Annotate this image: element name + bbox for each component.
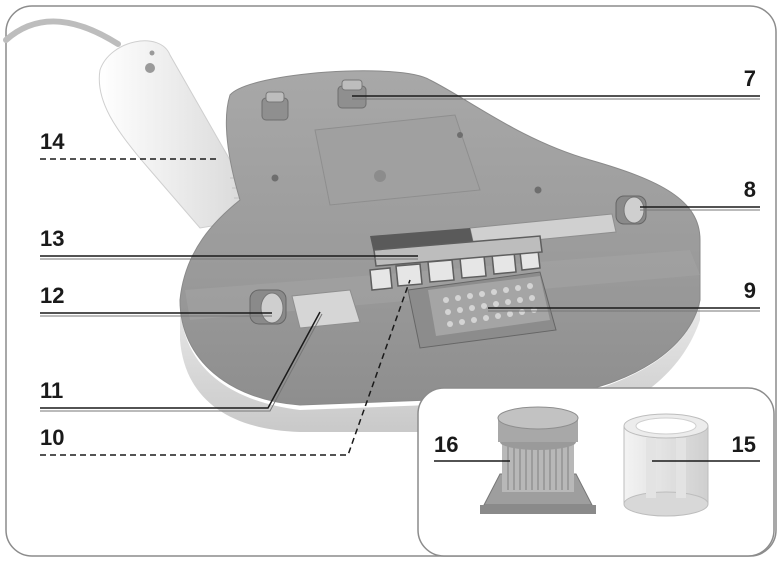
screw-icon-1 xyxy=(271,174,279,182)
side-roller-left xyxy=(249,289,287,325)
top-roller-left xyxy=(261,91,289,121)
handle-screw-icon xyxy=(149,50,155,56)
brush-pad xyxy=(407,271,557,349)
mesh-filter-cup xyxy=(623,413,709,517)
callout-14: 14 xyxy=(40,129,65,154)
screw-icon-3 xyxy=(534,186,542,194)
filters-inset xyxy=(417,387,775,557)
callout-13: 13 xyxy=(40,226,64,251)
battery-cover xyxy=(314,114,481,206)
side-roller-right xyxy=(615,195,647,225)
callout-7: 7 xyxy=(744,66,756,91)
metal-plate xyxy=(291,289,361,329)
callout-9: 9 xyxy=(744,278,756,303)
callout-15: 15 xyxy=(732,432,756,457)
pleated-filter xyxy=(480,406,596,514)
cover-button-icon xyxy=(374,170,386,182)
handle-button-icon xyxy=(145,63,155,73)
callout-12: 12 xyxy=(40,283,64,308)
callout-11: 11 xyxy=(40,378,63,403)
power-cord xyxy=(3,18,121,47)
screw-icon-2 xyxy=(457,132,463,138)
callout-16: 16 xyxy=(434,432,458,457)
leader-lines xyxy=(40,95,760,456)
top-roller-right xyxy=(337,79,367,109)
callout-8: 8 xyxy=(744,177,756,202)
leader-lines-double xyxy=(40,98,760,412)
callout-10: 10 xyxy=(40,425,64,450)
